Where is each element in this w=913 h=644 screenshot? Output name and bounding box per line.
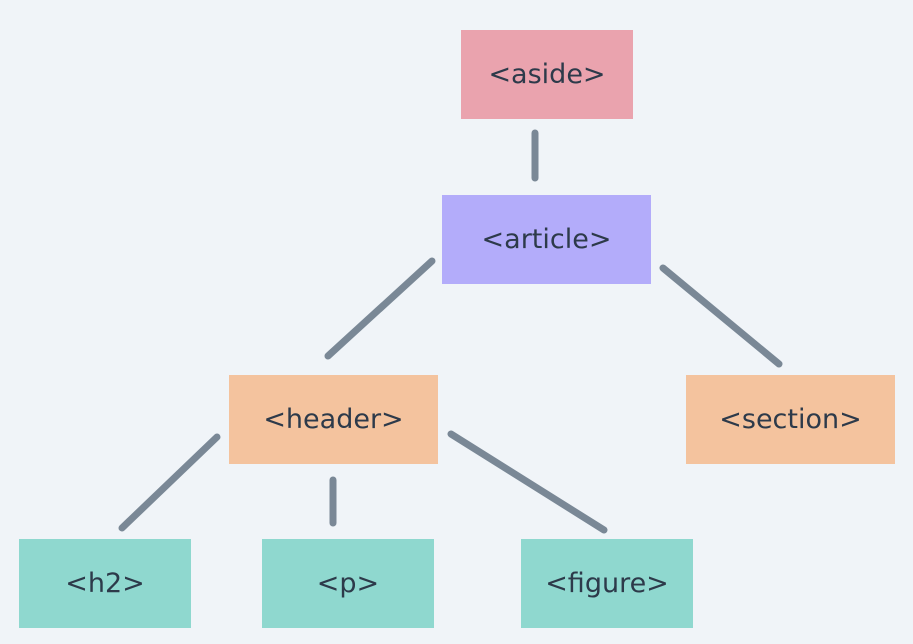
edge-header-h2	[118, 433, 221, 532]
node-p: <p>	[262, 539, 434, 628]
node-aside: <aside>	[461, 30, 633, 119]
node-h2: <h2>	[19, 539, 191, 628]
node-header: <header>	[229, 375, 438, 464]
edge-article-section	[659, 264, 783, 368]
edge-article-header	[324, 257, 436, 360]
node-article: <article>	[442, 195, 651, 284]
node-figure: <figure>	[521, 539, 693, 628]
node-section: <section>	[686, 375, 895, 464]
edge-header-figure	[447, 430, 608, 534]
